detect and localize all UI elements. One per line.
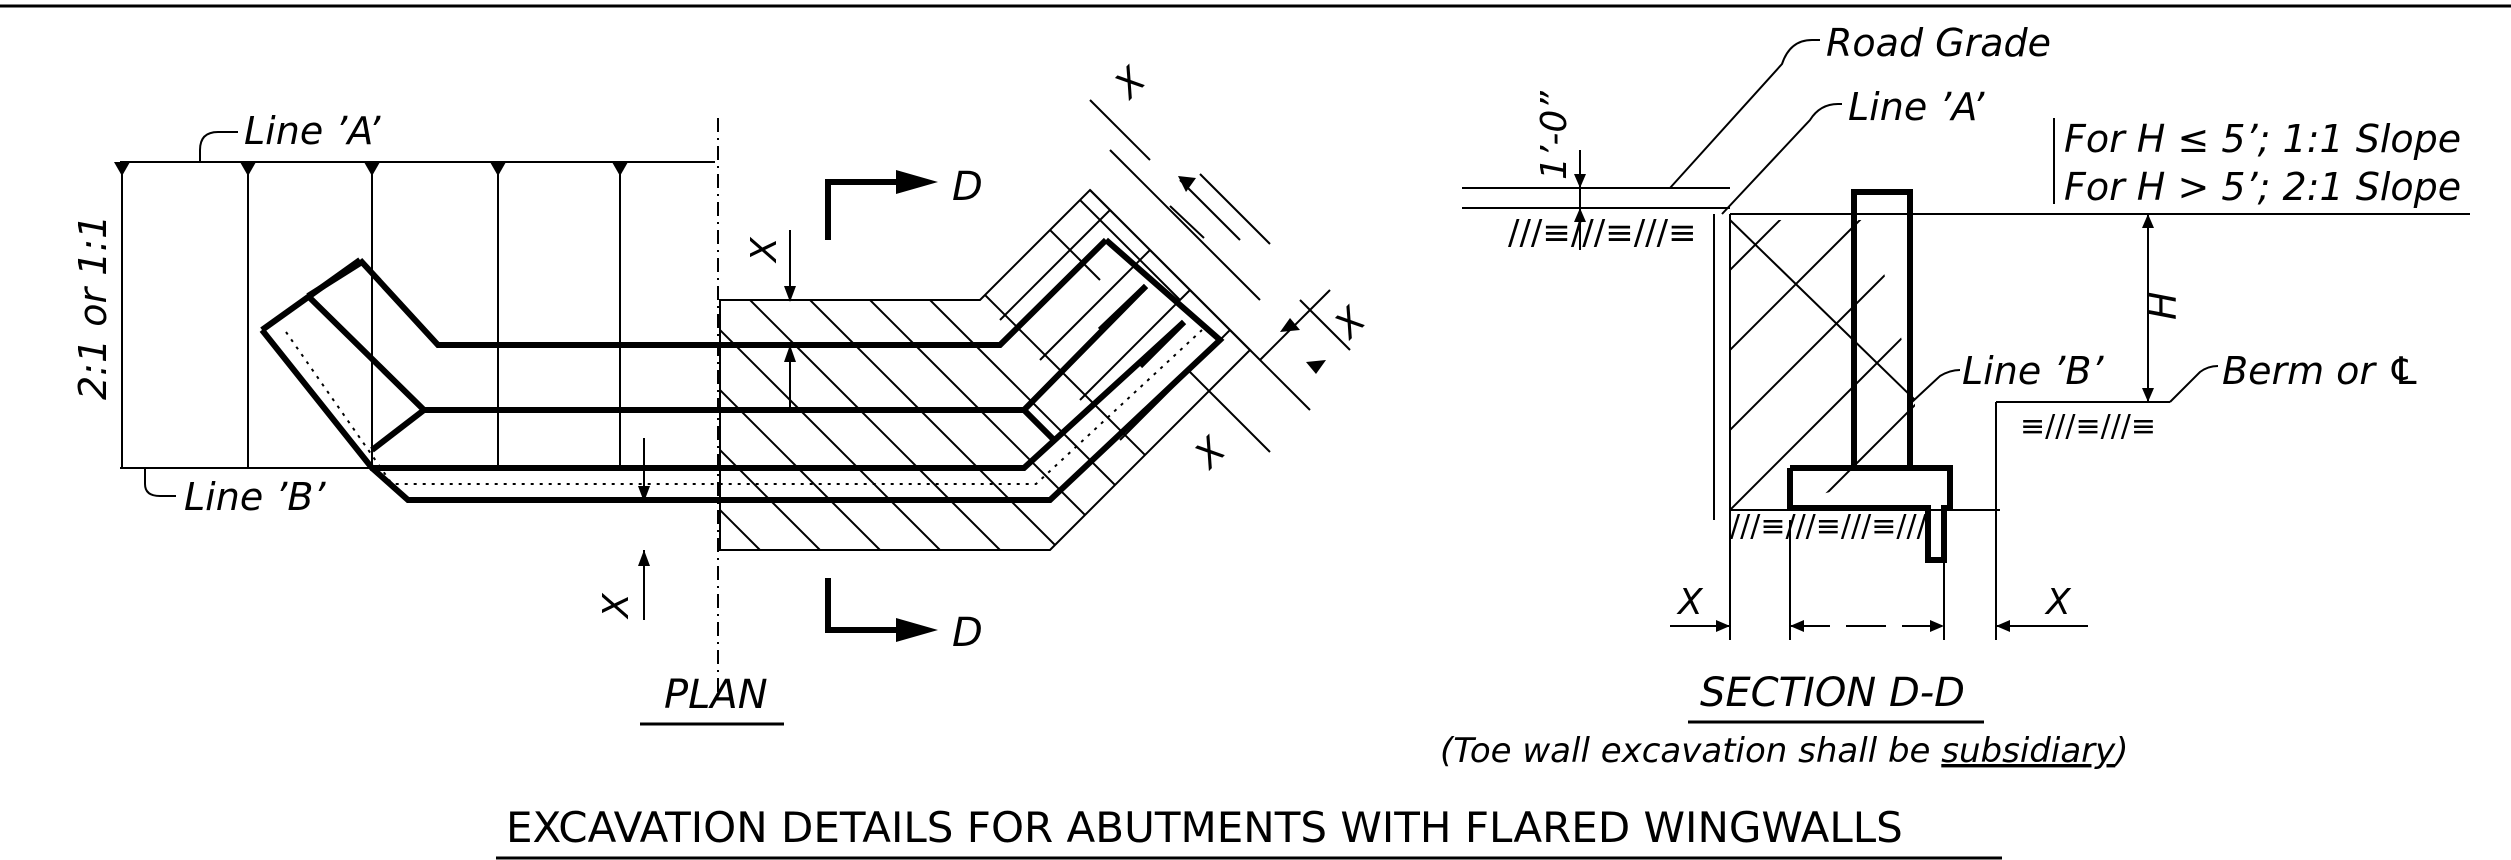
- section-cut-bottom: D: [825, 578, 983, 656]
- section-bottom-dims: X X: [1670, 520, 2088, 640]
- svg-text:X: X: [1326, 299, 1375, 348]
- section-line-a-label: Line ’A’: [1848, 85, 1985, 129]
- plan-slope-label: 2:1 or 1:1: [71, 215, 115, 400]
- section-note: (Toe wall excavation shall be subsidiary…: [1440, 731, 2129, 771]
- one-foot-dim: 1’-0”: [1534, 91, 1575, 180]
- plan-footing-dotted: [285, 329, 1203, 485]
- plan-view: Line ’A’ Line ’B’ 2:1 or 1:1 D D X: [71, 59, 1375, 726]
- section-view: ///≡///≡///≡ ≡///≡///≡ ///≡///≡///≡///: [1440, 21, 2470, 771]
- svg-text:X: X: [1676, 582, 1704, 623]
- plan-abutment-walls: [259, 237, 1225, 503]
- section-cut-top: D: [825, 164, 983, 240]
- main-title: EXCAVATION DETAILS FOR ABUTMENTS WITH FL…: [506, 803, 1903, 852]
- svg-text:X: X: [744, 236, 785, 264]
- slope-note-2: For H > 5’; 2:1 Slope: [2064, 165, 2461, 209]
- dim-x-bottom: X: [596, 438, 650, 620]
- svg-text:X: X: [1106, 59, 1155, 108]
- h-label: H: [2141, 291, 2185, 320]
- slope-note-1: For H ≤ 5’; 1:1 Slope: [2064, 117, 2461, 161]
- slope-line: [1729, 219, 1916, 401]
- plan-excavation-outline: [719, 188, 1252, 551]
- earth-symbols: ///≡///≡///≡ ≡///≡///≡ ///≡///≡///≡///: [1508, 213, 2156, 544]
- svg-text:X: X: [1186, 429, 1235, 478]
- berm-label: Berm or ℄: [2222, 349, 2421, 393]
- svg-text:X: X: [596, 592, 637, 620]
- svg-text:D: D: [952, 610, 983, 656]
- svg-text:≡///≡///≡: ≡///≡///≡: [2020, 409, 2156, 444]
- plan-line-b-label: Line ’B’: [184, 475, 326, 519]
- svg-text:X: X: [2044, 582, 2072, 623]
- svg-text:///≡///≡///≡: ///≡///≡///≡: [1508, 213, 1697, 253]
- svg-text:D: D: [952, 164, 983, 210]
- svg-text:///≡///≡///≡///: ///≡///≡///≡///: [1730, 509, 1928, 544]
- plan-title: PLAN: [664, 672, 768, 718]
- road-grade-label: Road Grade: [1826, 21, 2051, 65]
- plan-slope-lines: [114, 162, 628, 468]
- section-line-b-label: Line ’B’: [1962, 349, 2104, 393]
- section-hatch: [1730, 220, 1915, 510]
- dim-x-top: X: [744, 230, 796, 410]
- plan-line-a-label: Line ’A’: [244, 109, 381, 153]
- section-title: SECTION D-D: [1700, 670, 1965, 716]
